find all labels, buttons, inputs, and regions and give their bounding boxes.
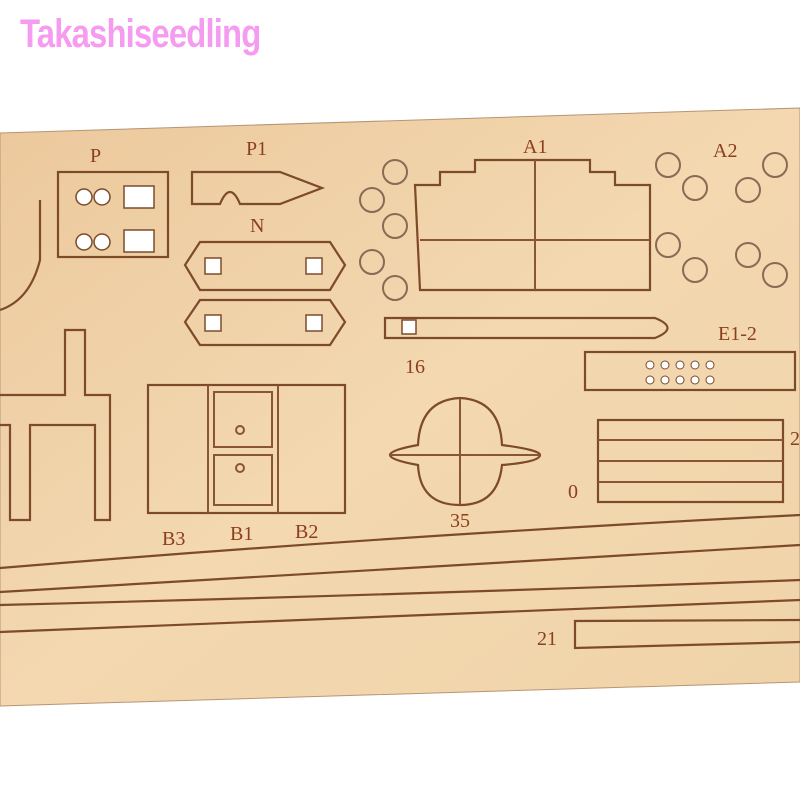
part-a1: [413, 158, 652, 292]
part-b: [146, 383, 347, 515]
label-a1: A1: [523, 136, 547, 158]
label-0: 0: [568, 481, 578, 503]
rings: [359, 152, 788, 301]
label-p: P: [90, 145, 101, 167]
label-b3: B3: [162, 528, 185, 550]
part-p: [56, 170, 170, 259]
part-16: [383, 316, 669, 340]
part-n: [183, 240, 347, 292]
strip: [0, 513, 800, 570]
strip: [0, 543, 800, 594]
part-e1-2: [583, 350, 797, 392]
label-a2: A2: [713, 140, 737, 162]
part-slats: [596, 418, 785, 504]
label-2: 2: [790, 428, 800, 450]
label-21: 21: [537, 628, 557, 650]
label-35: 35: [450, 510, 470, 532]
watermark: Takashiseedling: [20, 12, 261, 56]
part-n2: [183, 298, 347, 347]
label-p1: P1: [246, 138, 267, 160]
label-16: 16: [405, 356, 425, 378]
t-piece: [0, 328, 112, 522]
part-p1: [190, 170, 326, 206]
part-21: [573, 618, 800, 650]
label-e1-2: E1-2: [718, 323, 757, 345]
label-b1: B1: [230, 523, 253, 545]
label-n: N: [250, 215, 264, 237]
label-b2: B2: [295, 521, 318, 543]
partial-piece: [0, 200, 42, 312]
strip: [0, 598, 800, 634]
strip: [0, 578, 800, 607]
